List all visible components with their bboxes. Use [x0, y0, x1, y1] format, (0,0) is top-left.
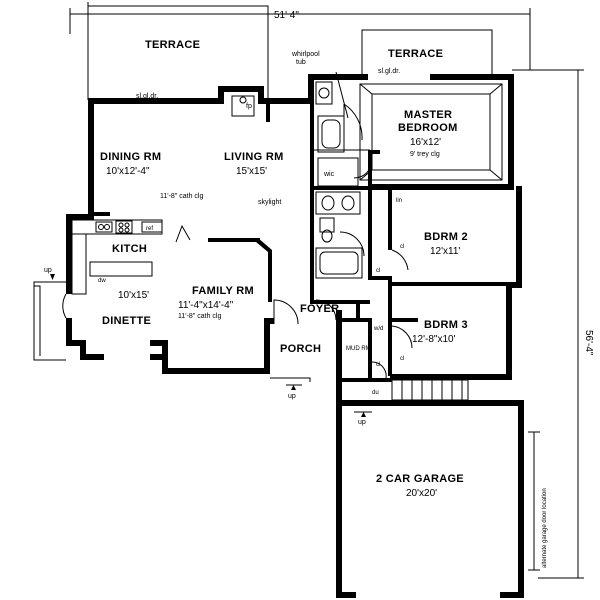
hall-bath-fixtures: [315, 191, 365, 279]
wd-label: w/d: [373, 326, 383, 332]
whirlpool-label-1: whirlpool: [291, 51, 320, 58]
slider-dining-label: sl.gl.dr.: [136, 93, 158, 100]
closet-label-2: cl: [400, 356, 404, 362]
wic-label: wic: [323, 171, 335, 178]
annotations: sl.gl.dr. sl.gl.dr. whirlpool tub wic sk…: [44, 51, 404, 426]
terrace-left: TERRACE: [87, 5, 269, 100]
skylight-label: skylight: [258, 199, 281, 206]
garage-steps: [391, 379, 469, 401]
bdrm3-name: BDRM 3: [424, 319, 468, 331]
living-note: 11'-8" cath clg: [160, 193, 203, 200]
master-size: 16'x12': [410, 137, 441, 148]
dinette-name: DINETTE: [102, 315, 151, 327]
interior-walls: [94, 104, 510, 382]
master-bath-fixtures: [310, 71, 370, 187]
fireplace: fp: [231, 95, 255, 117]
up-porch-label: up: [288, 393, 296, 400]
alternate-garage-door: alternate garage door location: [528, 431, 548, 571]
bdrm2-name: BDRM 2: [424, 231, 468, 243]
family-size: 11'-4"x14'-4": [178, 300, 234, 311]
up-left-label: up: [44, 267, 52, 274]
dw-label: dw: [98, 278, 106, 284]
porch-up-arrow-icon: [291, 385, 296, 390]
family-note: 11'-8" cath clg: [178, 313, 221, 320]
overall-depth-label: 56'-4": [583, 330, 594, 356]
closet-label-1: cl: [400, 244, 404, 250]
garage-door-note: alternate garage door location: [542, 488, 548, 568]
family-name: FAMILY RM: [192, 285, 254, 297]
master-note: 9' trey clg: [410, 151, 440, 158]
living-size: 15'x15': [236, 166, 267, 177]
terrace-right: TERRACE: [361, 29, 493, 74]
bdrm2-size: 12'x11': [430, 246, 460, 257]
mud-label: MUD RM: [346, 346, 371, 352]
closet-label-4: cl: [376, 268, 380, 274]
porch-name: PORCH: [280, 343, 321, 355]
ref-label: ref: [146, 226, 153, 232]
kitch-size: 10'x15': [118, 290, 149, 301]
du-label: du: [372, 390, 379, 396]
master-name-1: MASTER: [404, 109, 452, 121]
closet-label-3: cl: [376, 362, 380, 368]
deck-up-arrow-icon: [50, 274, 55, 280]
bdrm3-size: 12'-8"x10': [412, 334, 456, 345]
master-tray-ceiling: [359, 83, 503, 181]
living-name: LIVING RM: [224, 151, 284, 163]
master-name-2: BEDROOM: [398, 122, 458, 134]
overall-width-dimension: 51' 4": [69, 2, 531, 70]
exterior-walls: [66, 74, 524, 598]
terrace-left-label: TERRACE: [145, 39, 200, 51]
garage-name: 2 CAR GARAGE: [376, 473, 464, 485]
garage-up-arrow-icon: [361, 412, 366, 417]
whirlpool-label-2: tub: [296, 59, 306, 66]
overall-depth-dimension: 56'-4": [512, 69, 594, 579]
fireplace-label: fp: [246, 103, 252, 110]
dining-size: 10'x12'-4": [106, 166, 150, 177]
up-garage-label: up: [358, 419, 366, 426]
dining-name: DINING RM: [100, 151, 161, 163]
linen-label: lin: [396, 198, 402, 204]
slider-master-label: sl.gl.dr.: [378, 68, 400, 75]
kitch-name: KITCH: [112, 243, 147, 255]
foyer-name: FOYER: [300, 303, 339, 315]
side-deck: [33, 281, 67, 361]
kitchen-counters: [71, 219, 191, 295]
garage-size: 20'x20': [406, 488, 437, 499]
overall-width-label: 51' 4": [274, 10, 299, 21]
room-labels: MASTER BEDROOM 16'x12' 9' trey clg DININ…: [100, 109, 468, 499]
front-porch: [270, 299, 337, 382]
up-arrows: [50, 274, 372, 417]
door-swings: [353, 159, 413, 379]
terrace-right-label: TERRACE: [388, 48, 443, 60]
